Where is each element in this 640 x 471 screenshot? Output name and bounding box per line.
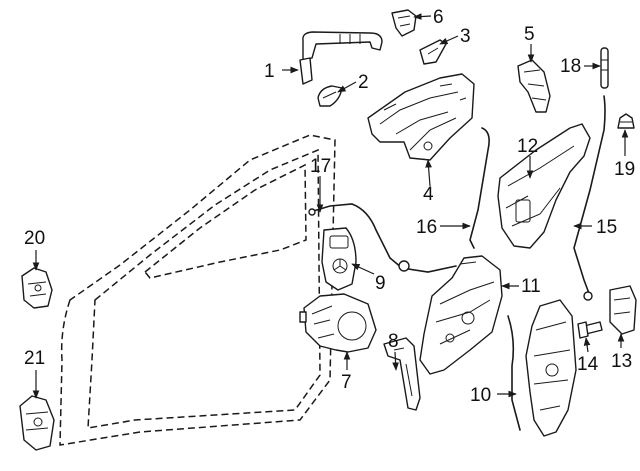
callout-10: 10: [470, 385, 491, 406]
rod-short: [469, 127, 490, 249]
callout-11: 11: [521, 276, 541, 297]
handle-clip: [391, 9, 417, 37]
callout-21: 21: [24, 348, 45, 369]
callout-labels: 1 2 3 4 5 6 7 8 9 10 11 12 13 14 15 16 1…: [24, 7, 635, 406]
hinge-lower: [19, 395, 55, 451]
callout-14: 14: [577, 354, 599, 375]
hinge-bracket: [609, 285, 637, 335]
callout-9: 9: [375, 273, 386, 294]
callout-16: 16: [416, 217, 437, 238]
callout-2: 2: [358, 72, 369, 93]
door-latch-assembly: [419, 255, 503, 375]
exterior-door-handle: [299, 31, 383, 85]
leader-lines: [32, 13, 629, 399]
striker-bracket: [383, 337, 421, 411]
callout-7: 7: [341, 372, 352, 393]
callout-20: 20: [24, 228, 45, 249]
callout-4: 4: [423, 184, 434, 205]
door-outline: [59, 134, 336, 446]
latch-cover: [497, 123, 591, 249]
push-clip: [617, 113, 635, 129]
lock-cylinder: [517, 59, 551, 113]
handle-carrier: [367, 73, 475, 161]
callout-8: 8: [388, 331, 399, 352]
bolt: [577, 321, 603, 339]
remote-key-fob: [321, 227, 357, 291]
callout-3: 3: [460, 26, 471, 47]
callout-19: 19: [614, 159, 635, 180]
callout-13: 13: [611, 351, 632, 372]
hinge-upper: [21, 267, 53, 309]
callout-18: 18: [560, 56, 581, 77]
pin: [600, 47, 609, 89]
callout-1: 1: [264, 61, 275, 82]
callout-5: 5: [524, 24, 535, 45]
lock-actuator: [299, 293, 377, 353]
callout-12: 12: [517, 136, 538, 157]
callout-6: 6: [433, 7, 444, 28]
callout-17: 17: [310, 156, 331, 177]
rear-latch: [507, 299, 577, 437]
handle-cover-cap: [317, 85, 343, 107]
callout-15: 15: [596, 217, 617, 238]
handle-seal: [419, 39, 447, 65]
release-cable: [308, 203, 457, 273]
